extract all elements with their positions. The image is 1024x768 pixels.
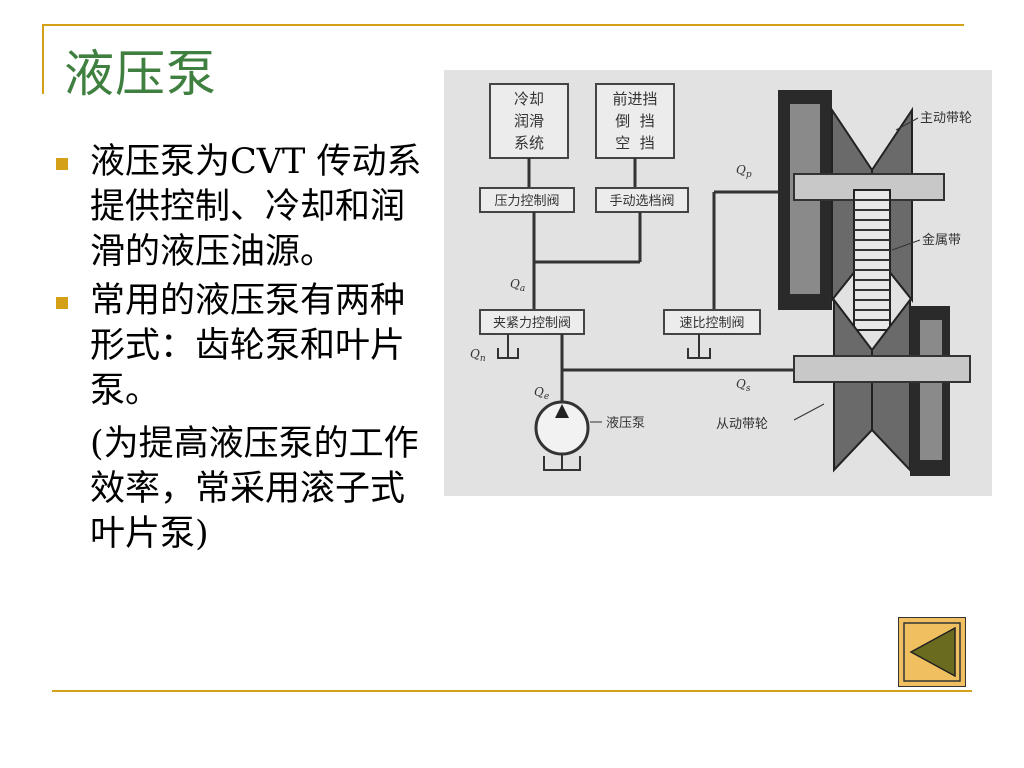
belt-label: 金属带 [922,232,961,248]
cvt-hydraulic-diagram: 冷却 润滑 系统 前进挡 倒 挡 空 挡 压力控制阀 手动选档阀 Qa Qp 夹… [444,70,992,496]
flow-label: Qa [510,277,525,294]
gear-select-box [595,83,675,159]
gear-box-line: 前进挡 [612,90,657,108]
bullet-text: 常用的液压泵有两种形式：齿轮泵和叶片泵。 [90,281,406,411]
valve-label: 压力控制阀 [494,194,559,209]
gear-box-line: 空 挡 [615,134,655,152]
flow-label: Qs [736,377,751,394]
cooling-box-line: 润滑 [514,112,544,130]
top-rule [42,24,964,26]
bullet-item: 液压泵为CVT 传动系提供控制、冷却和润滑的液压油源。 [56,140,428,275]
cooling-box-line: 冷却 [514,90,544,108]
gear-box-line: 倒 挡 [615,112,655,130]
drive-pulley-label: 主动带轮 [920,111,972,126]
valve-label: 夹紧力控制阀 [493,316,571,331]
cooling-box-line: 系统 [514,134,544,152]
flow-label: Qn [470,347,486,364]
pressure-control-valve [479,187,575,213]
back-button[interactable] [898,617,966,687]
bullet-text: 液压泵为CVT 传动系提供控制、冷却和润滑的液压油源。 [90,142,422,272]
slide-title: 液压泵 [64,45,217,103]
ratio-control-valve [663,309,761,335]
valve-label: 手动选档阀 [609,194,674,209]
driven-shaft [793,355,971,383]
bullet-item: 常用的液压泵有两种形式：齿轮泵和叶片泵。 [56,279,428,414]
manual-select-valve [595,187,689,213]
title-accent-bar [42,24,44,94]
valve-label: 速比控制阀 [679,316,744,331]
back-triangle-icon [903,622,961,682]
cooling-system-box [489,83,569,159]
clamping-force-control-valve [479,309,585,335]
flow-label: Qp [736,163,752,180]
slide-body: 液压泵为CVT 传动系提供控制、冷却和润滑的液压油源。 常用的液压泵有两种形式：… [56,140,428,557]
flow-label: Qe [534,385,549,402]
driven-pulley-label: 从动带轮 [716,417,768,432]
bullet-square-icon [56,158,68,170]
bullet-square-icon [56,297,68,309]
bottom-rule [52,690,972,692]
diagram-canvas: 冷却 润滑 系统 前进挡 倒 挡 空 挡 压力控制阀 手动选档阀 Qa Qp 夹… [470,83,972,476]
note-text: (为提高液压泵的工作效率，常采用滚子式叶片泵) [90,424,419,554]
pump-label: 液压泵 [606,416,645,431]
